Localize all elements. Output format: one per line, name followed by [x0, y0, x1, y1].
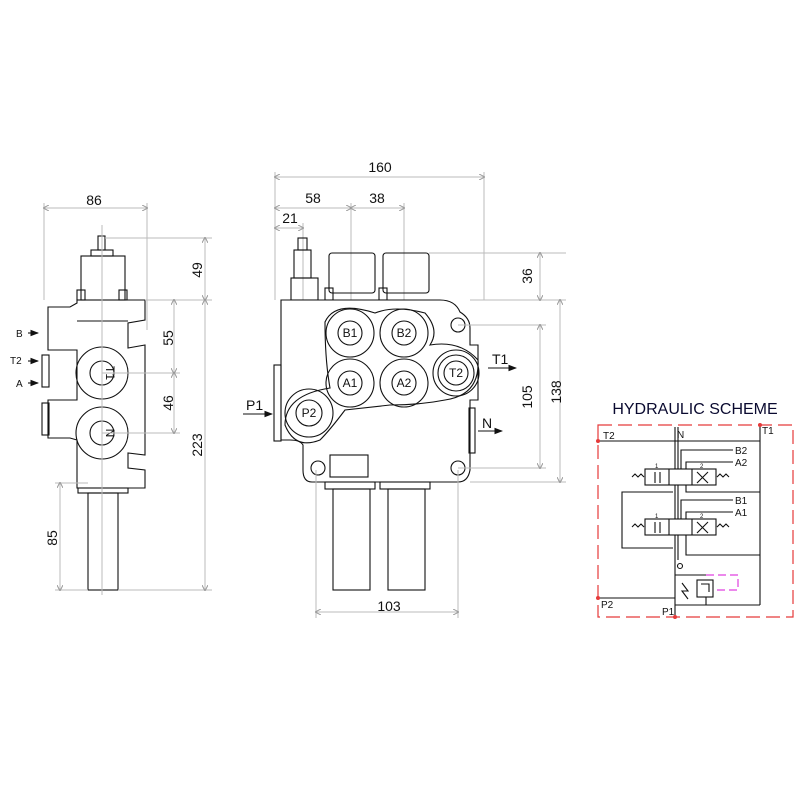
dim-160: 160: [368, 159, 392, 175]
scheme-label-a1: A1: [735, 508, 748, 519]
cap: [80, 255, 126, 301]
ports: [284, 308, 480, 438]
dim-86: 86: [86, 192, 102, 208]
position-2: 2: [700, 464, 704, 470]
port-t2: T2: [449, 366, 463, 380]
scheme-boundary: [597, 424, 794, 618]
flow-label-p1: P1: [246, 397, 263, 413]
side-view: 86 T1 N B T2 A 49 223 55 46: [10, 192, 212, 595]
position-1: 1: [655, 514, 659, 520]
scheme-label-b2: B2: [735, 446, 748, 457]
spool-valve-2: [644, 468, 717, 486]
scheme-title: HYDRAULIC SCHEME: [612, 401, 777, 418]
port-b1: B1: [343, 326, 358, 340]
scheme-label-p1: P1: [662, 607, 675, 618]
mounting-hole: [310, 460, 326, 476]
port-a1: A1: [343, 376, 358, 390]
dim-138: 138: [548, 380, 564, 404]
dim-58: 58: [305, 190, 321, 206]
dim-85: 85: [44, 530, 60, 546]
dim-223: 223: [189, 433, 205, 457]
port-p2: P2: [302, 406, 317, 420]
flow-label-n: N: [482, 415, 492, 431]
hydraulic-scheme: HYDRAULIC SCHEME T2 N: [596, 401, 794, 619]
scheme-label-b1: B1: [735, 496, 748, 507]
scheme-label-t2: T2: [603, 431, 615, 442]
label-a: A: [16, 379, 23, 390]
spool-2: [387, 488, 426, 591]
bonnet-2: [382, 252, 430, 294]
nameplate: [329, 454, 369, 478]
spool-valve-1: [644, 518, 717, 536]
pilot-line: [706, 574, 739, 591]
relief-valve: [696, 579, 714, 598]
scheme-label-n: N: [677, 430, 684, 441]
valve-body: [280, 299, 479, 483]
dim-49: 49: [189, 262, 205, 278]
dim-36: 36: [519, 268, 535, 284]
position-1: 1: [655, 464, 659, 470]
scheme-label-a2: A2: [735, 458, 748, 469]
dim-46: 46: [160, 395, 176, 411]
spool-shaft: [87, 492, 119, 591]
label-b: B: [16, 329, 23, 340]
flow-label-t1: T1: [492, 351, 509, 367]
side-body: [47, 299, 146, 489]
dim-21: 21: [282, 210, 298, 226]
port-a2: A2: [397, 376, 412, 390]
spool-1: [332, 488, 371, 591]
dim-55: 55: [160, 330, 176, 346]
dim-38: 38: [369, 190, 385, 206]
scheme-label-p2: P2: [601, 600, 614, 611]
position-2: 2: [700, 514, 704, 520]
front-view: 160 58 38 21 B1 B2 A1 A2 T2: [243, 159, 566, 618]
port-b2: B2: [397, 326, 412, 340]
bonnet-1: [328, 252, 376, 294]
scheme-label-t1: T1: [762, 426, 774, 437]
dim-103: 103: [377, 598, 401, 614]
label-t2: T2: [10, 356, 22, 367]
dim-105: 105: [519, 385, 535, 409]
